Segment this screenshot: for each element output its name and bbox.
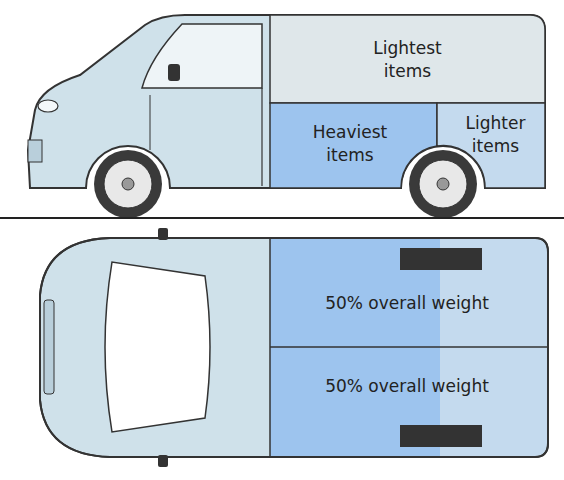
grille	[44, 300, 54, 394]
mirror	[158, 455, 168, 467]
zone-fill	[270, 15, 545, 103]
cargo-zone: 50% overall weight	[272, 350, 542, 422]
cargo-zone: Heaviest items	[275, 108, 425, 180]
wheel-arch	[400, 248, 482, 270]
mirror	[168, 64, 180, 81]
ground-line	[0, 217, 564, 219]
wheel-arch	[400, 425, 482, 447]
wheel-hub	[419, 160, 467, 208]
wheel-center	[437, 178, 449, 190]
bumper	[28, 140, 42, 162]
zone-label: Heaviest items	[303, 121, 398, 167]
cargo-zone: Lightest items	[275, 20, 540, 100]
zone-label: 50% overall weight	[325, 375, 489, 398]
headlight	[38, 100, 58, 112]
zone-label: Lighter items	[453, 112, 538, 158]
center-line	[270, 346, 548, 348]
zone-label: 50% overall weight	[325, 292, 489, 315]
wheel	[94, 150, 162, 218]
zone-label: Lightest items	[358, 37, 458, 83]
van-outline	[40, 238, 548, 457]
wheel-hub	[104, 160, 152, 208]
windshield	[105, 262, 210, 432]
van-body	[40, 238, 548, 457]
door-line	[150, 95, 151, 150]
mirror	[158, 228, 168, 240]
wheel	[409, 150, 477, 218]
window	[142, 24, 262, 88]
wheel-center	[122, 178, 134, 190]
cargo-zone: 50% overall weight	[272, 258, 542, 348]
cargo-zone: Lighter items	[448, 106, 543, 164]
door-line	[261, 88, 262, 186]
